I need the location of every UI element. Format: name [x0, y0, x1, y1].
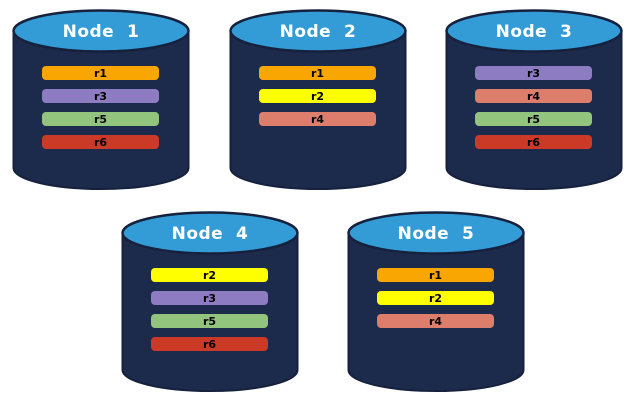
replica-bar-r2: r2 — [151, 268, 268, 282]
replica-bar-r6: r6 — [475, 135, 592, 149]
replica-bar-r6: r6 — [42, 135, 159, 149]
replica-bar-r4: r4 — [377, 314, 494, 328]
replica-list: r1 r3 r5 r6 — [42, 66, 159, 149]
replica-bar-r2: r2 — [377, 291, 494, 305]
node-title: Node 4 — [171, 224, 249, 244]
cylinder-top-ellipse — [12, 9, 190, 53]
cylinder-top-ellipse — [347, 211, 525, 255]
node-title: Node 1 — [62, 22, 140, 42]
cylinder-top-ellipse — [445, 9, 623, 53]
replica-bar-r3: r3 — [475, 66, 592, 80]
replica-bar-r1: r1 — [259, 66, 376, 80]
replica-bar-r1: r1 — [377, 268, 494, 282]
database-node-4: Node 4 r2 r3 r5 r6 — [121, 211, 299, 393]
replica-bar-r2: r2 — [259, 89, 376, 103]
database-node-3: Node 3 r3 r4 r5 r6 — [445, 9, 623, 191]
replica-bar-r1: r1 — [42, 66, 159, 80]
cylinder-top-ellipse — [121, 211, 299, 255]
replica-bar-r3: r3 — [42, 89, 159, 103]
replica-list: r1 r2 r4 — [259, 66, 376, 126]
replica-list: r3 r4 r5 r6 — [475, 66, 592, 149]
replica-list: r2 r3 r5 r6 — [151, 268, 268, 351]
replica-list: r1 r2 r4 — [377, 268, 494, 328]
node-title: Node 2 — [279, 22, 357, 42]
node-title: Node 3 — [495, 22, 573, 42]
replica-bar-r4: r4 — [475, 89, 592, 103]
database-node-5: Node 5 r1 r2 r4 — [347, 211, 525, 393]
replica-bar-r5: r5 — [42, 112, 159, 126]
replica-bar-r6: r6 — [151, 337, 268, 351]
replica-bar-r3: r3 — [151, 291, 268, 305]
database-node-2: Node 2 r1 r2 r4 — [229, 9, 407, 191]
node-title: Node 5 — [397, 224, 475, 244]
replica-bar-r4: r4 — [259, 112, 376, 126]
cylinder-top-ellipse — [229, 9, 407, 53]
replica-bar-r5: r5 — [151, 314, 268, 328]
database-node-1: Node 1 r1 r3 r5 r6 — [12, 9, 190, 191]
replica-bar-r5: r5 — [475, 112, 592, 126]
